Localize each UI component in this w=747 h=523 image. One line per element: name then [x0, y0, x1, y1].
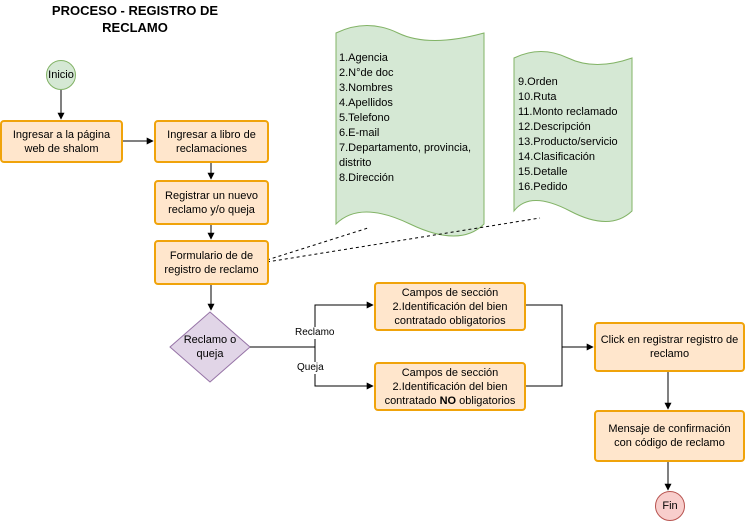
- document-list-item: 5.Telefono: [339, 112, 390, 124]
- document-list-item: 13.Producto/servicio: [518, 136, 618, 148]
- document-list-item: 8.Dirección: [339, 172, 395, 184]
- document-shape-claim-data: [513, 51, 633, 222]
- document-list-item: 6.E-mail: [339, 127, 380, 139]
- campos-queja-text: Campos de sección 2.Identificación del b…: [378, 366, 522, 408]
- campos-queja-part2: obligatorios: [459, 394, 516, 407]
- node-ingresar-web: Ingresar a la página web de shalom: [0, 120, 123, 163]
- node-campos-reclamo: Campos de sección 2.Identificación del b…: [374, 282, 526, 331]
- document-list-item: 2.N°de doc: [339, 67, 394, 79]
- title-line-2: RECLAMO: [102, 20, 168, 35]
- node-ingresar-libro: Ingresar a libro de reclamaciones: [154, 120, 269, 163]
- title-line-1: PROCESO - REGISTRO DE: [51, 3, 219, 18]
- document-list-item: 16.Pedido: [518, 181, 568, 193]
- decision-diamond: [169, 311, 251, 383]
- campos-queja-part1: Campos de sección 2.Identificación del b…: [384, 366, 508, 407]
- end-node: Fin: [655, 491, 685, 521]
- document-list-item: 3.Nombres: [339, 82, 393, 94]
- document-list-item: 4.Apellidos: [339, 97, 393, 109]
- dashed-link-doc2: [266, 217, 541, 263]
- edge-decision-reclamo: [250, 301, 374, 348]
- node-formulario: Formulario de de registro de reclamo: [154, 240, 269, 285]
- document-list-item: 14.Clasificación: [518, 151, 596, 163]
- dashed-link-doc1: [266, 227, 369, 261]
- document-list-item: 15.Detalle: [518, 166, 568, 178]
- document-list-item: 9.Orden: [518, 76, 558, 88]
- edge-label-reclamo: Reclamo: [294, 327, 336, 339]
- document-shape-personal-data: [335, 25, 485, 237]
- node-campos-queja: Campos de sección 2.Identificación del b…: [374, 362, 526, 411]
- decision-label: Reclamo o queja: [183, 334, 237, 360]
- document-list-item: 12.Descripción: [518, 121, 591, 133]
- document-list-claim-data: 9.Orden 10.Ruta 11.Monto reclamado 12.Descr…: [518, 75, 618, 195]
- node-mensaje: Mensaje de confirmación con código de re…: [594, 410, 745, 462]
- edge-queja-click: [526, 347, 563, 387]
- document-list-personal-data: 1.Agencia 2.N°de doc 3.Nombres 4.Apellidos 5…: [339, 51, 471, 186]
- document-list-item: distrito: [339, 157, 372, 169]
- edge-label-queja: Queja: [296, 362, 325, 374]
- node-registrar: Registrar un nuevo reclamo y/o queja: [154, 180, 269, 225]
- edge-reclamo-click: [526, 304, 594, 351]
- document-list-item: 1.Agencia: [339, 52, 388, 64]
- start-node: Inicio: [46, 60, 76, 90]
- document-list-item: 10.Ruta: [518, 91, 557, 103]
- document-list-item: 11.Monto reclamado: [518, 106, 618, 118]
- campos-queja-bold: NO: [439, 394, 457, 407]
- diagram-title: PROCESO - REGISTRO DE RECLAMO: [30, 2, 240, 36]
- node-click-registrar: Click en registrar registro de reclamo: [594, 322, 745, 372]
- document-list-item: 7.Departamento, provincia,: [339, 142, 472, 154]
